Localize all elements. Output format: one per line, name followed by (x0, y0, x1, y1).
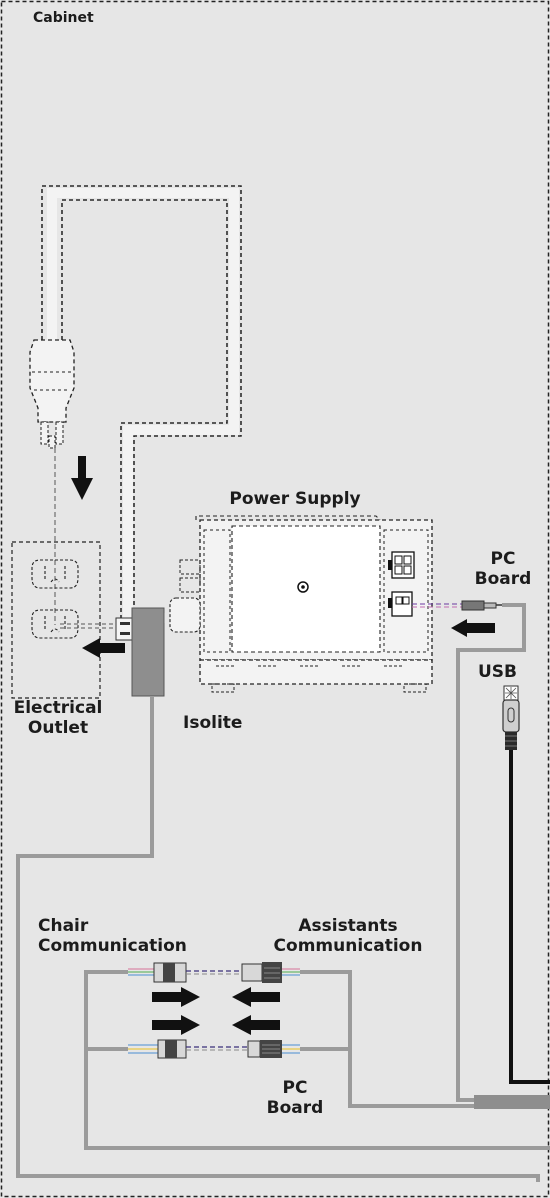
chair-communication-connector (128, 962, 300, 983)
pc-board-communication-connector (128, 1039, 300, 1059)
power-plug (29, 339, 75, 449)
pc-board-bottom-label: PC Board (262, 1078, 328, 1119)
left-arrow-icon (451, 619, 495, 637)
left-arrow-icon (82, 638, 125, 658)
down-arrow-icon (71, 456, 93, 500)
pc-board-bottom-line1: PC (282, 1078, 308, 1098)
electrical-outlet-line1: Electrical (13, 698, 103, 718)
electrical-outlet-line2: Outlet (27, 718, 89, 739)
cabinet-label: Cabinet (33, 10, 94, 26)
pc-board-cable (456, 603, 526, 1102)
chair-cable-bracket (84, 970, 550, 1150)
power-connector-top (388, 551, 415, 579)
left-arrow-icon (232, 1015, 280, 1035)
power-connector-bottom (388, 591, 413, 617)
pc-board-top-label: PC Board (470, 549, 536, 590)
pc-board-top-line1: PC (490, 549, 516, 569)
chair-communication-line2: Communication (38, 936, 187, 957)
usb-connector-icon (502, 685, 520, 750)
electrical-outlet (11, 541, 101, 699)
pc-board-bottom-line2: Board (266, 1098, 324, 1119)
screw-icon (297, 581, 309, 593)
usb-label: USB (478, 662, 518, 682)
power-supply-unit (169, 515, 433, 693)
right-arrow-icon (152, 1015, 200, 1035)
isolite-label: Isolite (183, 713, 243, 733)
assistants-communication-line1: Assistants (298, 916, 398, 936)
left-arrow-icon (232, 987, 280, 1007)
usb-cable (509, 750, 550, 1084)
assistants-communication-label: Assistants Communication (272, 916, 424, 957)
pc-board-top-line2: Board (474, 569, 532, 590)
chair-communication-label: Chair Communication (38, 916, 187, 957)
electrical-outlet-label: Electrical Outlet (6, 698, 110, 739)
power-supply-label: Power Supply (229, 489, 361, 509)
assistants-cable-bracket (300, 970, 474, 1108)
assistants-communication-line2: Communication (273, 936, 423, 957)
isolite-cable (16, 696, 540, 1182)
chair-communication-line1: Chair (38, 916, 89, 936)
pc-board-bottom-block (474, 1095, 550, 1109)
pc-board-power-plug (461, 600, 502, 611)
isolite-adapter (115, 607, 165, 697)
right-arrow-icon (152, 987, 200, 1007)
